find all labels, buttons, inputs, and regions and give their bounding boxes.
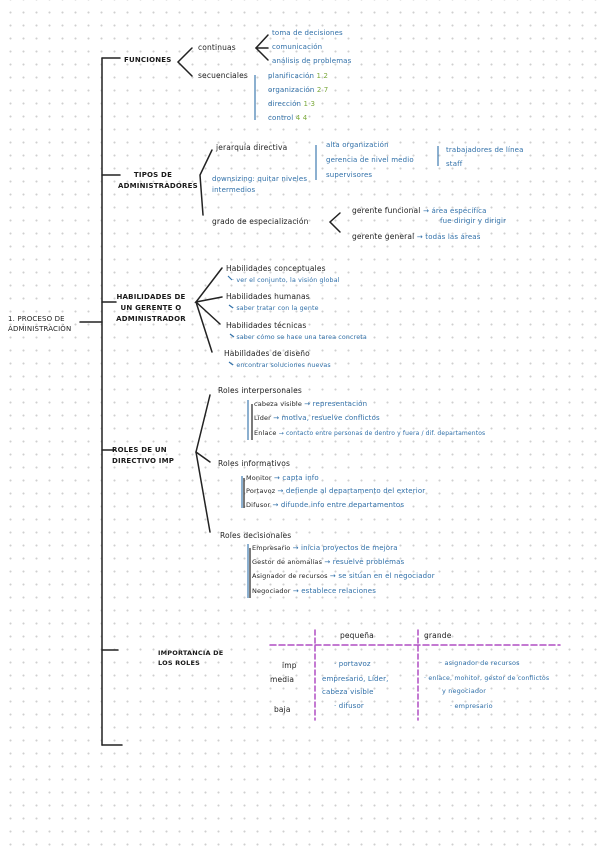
continuas-item: comunicación (272, 43, 323, 51)
importancia-cell: · empresario (450, 702, 493, 710)
importancia-row-header: media (270, 675, 295, 684)
importancia-cell: · asignador de recursos (440, 659, 520, 667)
importancia-cell: empresario, Líder, (322, 675, 389, 683)
continuas-label: continuas (198, 43, 236, 52)
importancia-cell: · difusor (334, 702, 364, 710)
grado-label: grado de especialización (212, 217, 309, 226)
importancia-cell: · portavoz (334, 660, 371, 668)
jerarquia-item: gerencia de nivel medio (326, 156, 414, 164)
importancia-cell: y negociador (442, 687, 487, 695)
jerarquia-side: staff (446, 160, 463, 168)
role-item: Gestor de anomalías → resuelve problemas (252, 558, 405, 566)
jerarquia-item: supervisores (326, 171, 373, 179)
jerarquia-side: trabajadores de línea (446, 146, 524, 154)
tipos-label: TIPOS DE ADMINISTRADORES (118, 171, 198, 191)
downsizing-note: downsizing: quitar niveles intermedios (212, 175, 308, 194)
importancia-row-header: imp (282, 661, 297, 670)
habilidad-label: Habilidades conceptuales (226, 264, 326, 273)
secuencial-item: control 4 4 (268, 114, 308, 122)
roles-group-label: Roles decisionales (220, 531, 292, 540)
continuas-item: toma de decisiones (272, 29, 343, 37)
habilidad-desc: · saber cómo se hace una tarea concreta (232, 334, 367, 341)
importancia-cell: · enlace, monitor, gestor de conflictos (424, 675, 550, 682)
secuencial-item: planificación 1 2 (268, 72, 329, 80)
habilidades-label: HABILIDADES DE UN GERENTE O ADMINISTRADO… (116, 293, 186, 324)
jerarquia-label: jerarquía directiva (216, 143, 288, 152)
funciones-label: FUNCIONES (124, 56, 172, 64)
importancia-row-header: baja (274, 705, 291, 714)
habilidad-label: Habilidades humanas (226, 292, 310, 301)
role-item: Líder → motiva, resuelve conflictos (254, 414, 380, 422)
habilidad-desc: · saber tratar con la gente (232, 305, 319, 312)
roles-group-label: Roles informativos (218, 459, 291, 468)
continuas-item: análisis de problemas (272, 57, 352, 65)
role-item: Difusor → difunde info entre departament… (246, 501, 405, 509)
section-title: 1. PROCESO DE ADMINISTRACIÓN (8, 315, 72, 333)
role-item: Negociador → establece relaciones (252, 587, 377, 595)
role-item: Monitor → capta info (246, 474, 319, 482)
secuenciales-label: secuenciales (198, 71, 248, 80)
gerente-general: gerente general → todas las áreas (352, 232, 481, 241)
role-item: Enlace → contacto entre personas de dent… (254, 429, 486, 437)
jerarquia-item: alta organización (326, 141, 389, 149)
role-item: cabeza visible → representación (254, 400, 368, 408)
role-item: Portavoz → defiende al departamento del … (246, 487, 426, 495)
secuencial-item: dirección 1 3 (268, 100, 316, 108)
importancia-label: IMPORTANCIA DE LOS ROLES (158, 649, 224, 668)
habilidad-label: Habilidades técnicas (226, 321, 307, 330)
roles-group-label: Roles interpersonales (218, 386, 302, 395)
role-item: Asignador de recursos → se sitúan en el … (252, 572, 435, 580)
habilidad-desc: · encontrar soluciones nuevas (232, 362, 331, 369)
importancia-col-header: pequeña (340, 631, 374, 640)
roles-label: ROLES DE UN DIRECTIVO IMP (112, 446, 175, 466)
importancia-cell: cabeza visible (322, 688, 374, 696)
importancia-col-header: grande (424, 631, 452, 640)
secuencial-item: organización 2 7 (268, 86, 329, 94)
gerente-funcional-sub: fue dirigir y dirigir (440, 217, 507, 225)
habilidad-label: Habilidades de diseño (224, 349, 310, 358)
habilidad-desc: · ver el conjunto, la visión global (232, 277, 340, 284)
gerente-funcional: gerente funcional → área específica (352, 206, 487, 215)
role-item: Empresario → inicia proyectos de mejora (252, 544, 398, 552)
